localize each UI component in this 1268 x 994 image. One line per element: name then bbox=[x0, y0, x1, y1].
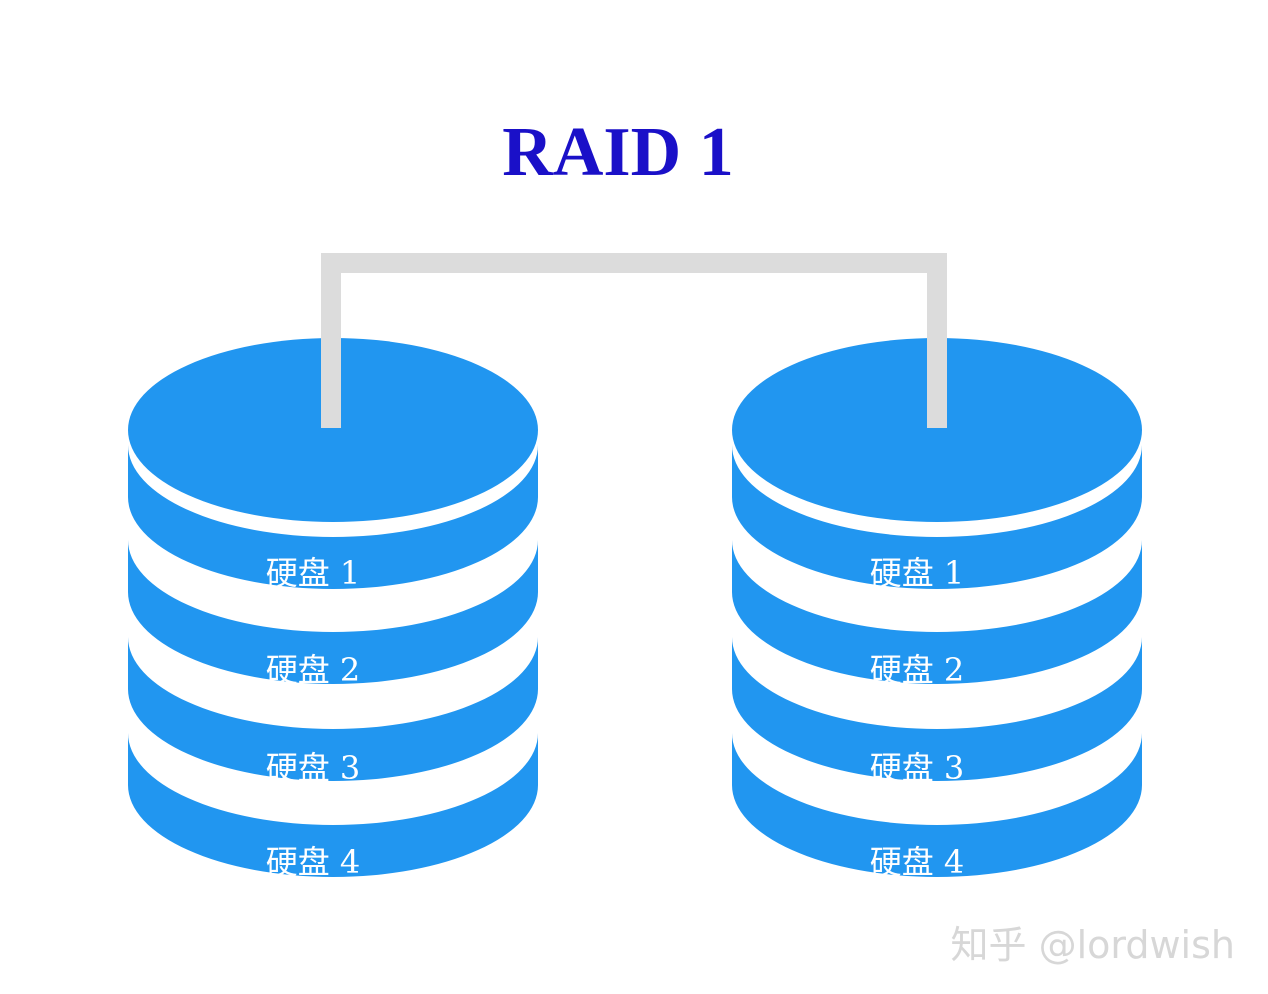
disk-stack-top bbox=[732, 338, 1142, 522]
disk-label: 硬盘 2 bbox=[870, 651, 965, 689]
disk-label: 硬盘 1 bbox=[266, 554, 361, 592]
disk-slab bbox=[128, 733, 538, 877]
disk-label: 硬盘 1 bbox=[870, 554, 965, 592]
mirror-connector bbox=[321, 253, 947, 428]
disk-slab bbox=[128, 540, 538, 684]
disk-slab bbox=[732, 445, 1142, 589]
disk-slab bbox=[128, 445, 538, 589]
disk-label: 硬盘 3 bbox=[266, 749, 361, 787]
watermark: 知乎 @lordwish bbox=[951, 923, 1235, 967]
disk-label: 硬盘 2 bbox=[266, 651, 361, 689]
disk-slab bbox=[128, 637, 538, 781]
disk-label: 硬盘 4 bbox=[266, 843, 361, 881]
disk-slab bbox=[732, 540, 1142, 684]
diagram-title: RAID 1 bbox=[502, 114, 733, 191]
disk-label: 硬盘 3 bbox=[870, 749, 965, 787]
disk-stack-top bbox=[128, 338, 538, 522]
disk-slab bbox=[732, 637, 1142, 781]
disk-stack-right: 硬盘 1 硬盘 2 硬盘 3 硬盘 4 bbox=[732, 338, 1142, 881]
disk-label: 硬盘 4 bbox=[870, 843, 965, 881]
disk-slab bbox=[732, 733, 1142, 877]
disk-stack-left: 硬盘 1 硬盘 2 硬盘 3 硬盘 4 bbox=[128, 338, 538, 881]
